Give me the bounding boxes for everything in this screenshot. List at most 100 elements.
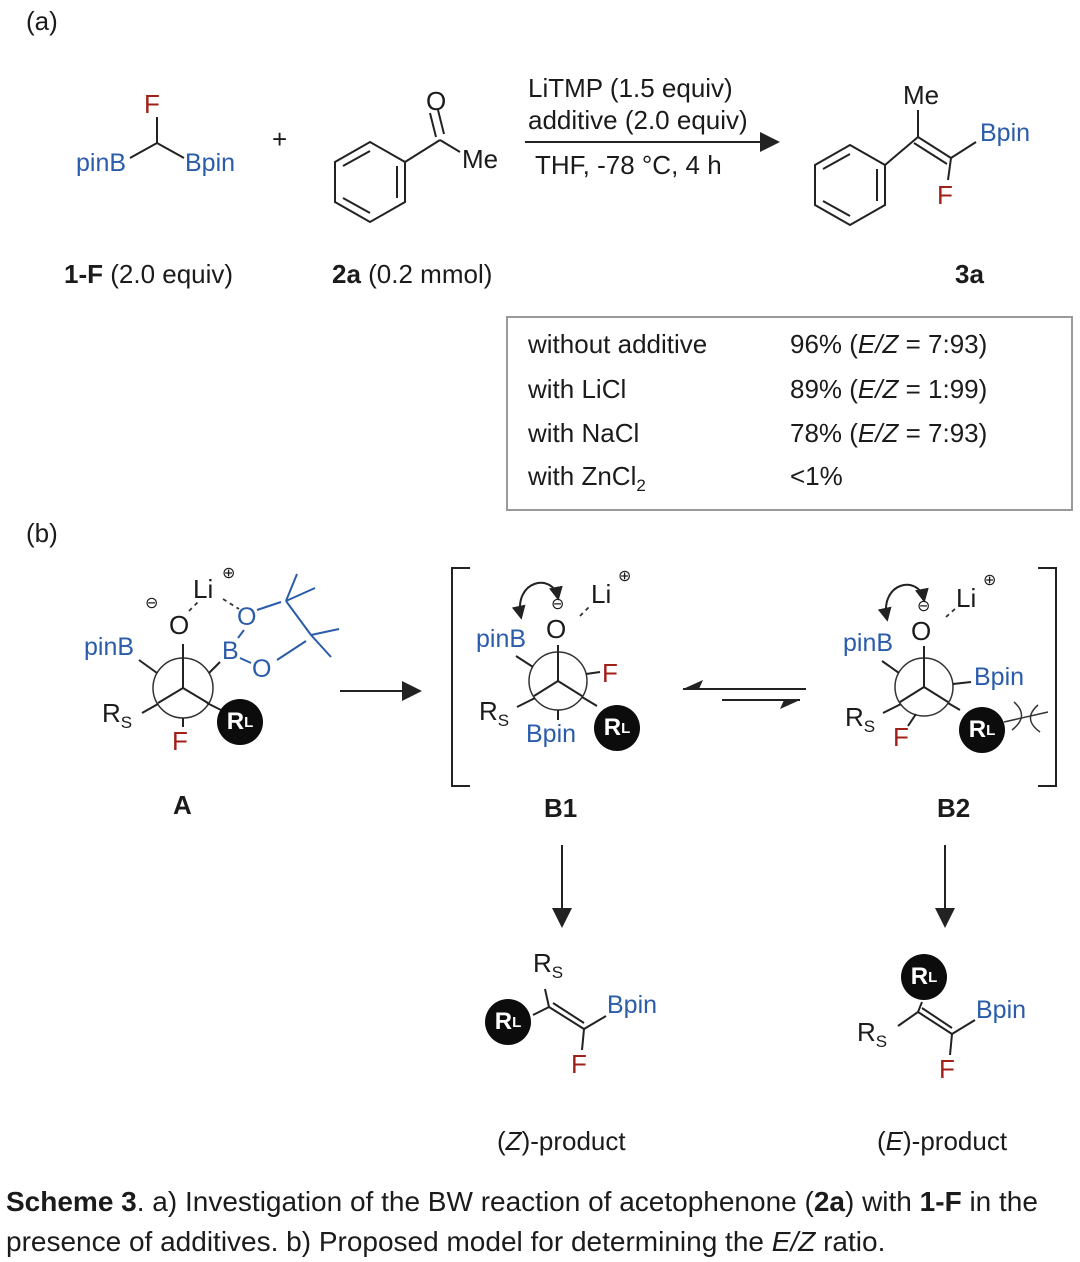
e-rl-base: R bbox=[910, 963, 929, 990]
z-rs-label: RS bbox=[533, 948, 564, 982]
row3-res-pre: <1% bbox=[790, 461, 843, 491]
1f-pinb-label: pinB bbox=[76, 149, 127, 177]
e-rs-base: R bbox=[857, 1017, 876, 1047]
table-row-additive: without additive bbox=[528, 329, 708, 363]
a-ring-oxygen1-label: O bbox=[237, 603, 257, 631]
1f-bpin-label: Bpin bbox=[185, 149, 236, 177]
b1-caption: B1 bbox=[544, 793, 578, 823]
structure-2a-bonds bbox=[334, 109, 461, 224]
e-cap-pre: ( bbox=[877, 1126, 886, 1156]
b2-rs-sub: S bbox=[863, 717, 876, 736]
row0-res-ez: E/Z bbox=[857, 329, 899, 359]
structure-b2-bonds bbox=[877, 583, 1049, 733]
row0-res-post: = 7:93) bbox=[898, 329, 988, 359]
pinacol-ring bbox=[237, 573, 340, 664]
b1-plus-charge-icon: ⊕ bbox=[618, 568, 632, 585]
caption-2a: 2a bbox=[813, 1186, 845, 1217]
1f-fluorine-label: F bbox=[144, 89, 160, 119]
caption-scheme-number: Scheme 3 bbox=[6, 1186, 137, 1217]
e-rs-sub: S bbox=[875, 1032, 888, 1051]
results-table bbox=[506, 316, 1073, 511]
steric-clash-icon bbox=[1003, 701, 1049, 733]
row1-res-post: = 1:99) bbox=[898, 374, 988, 404]
b1-rl-sub: L bbox=[621, 719, 631, 737]
1f-name: 1-F bbox=[64, 259, 103, 289]
b1-oxygen-label: O bbox=[546, 614, 567, 644]
3a-bpin-label: Bpin bbox=[980, 119, 1031, 147]
panel-a-label: (a) bbox=[26, 6, 58, 36]
a-plus-charge-icon: ⊕ bbox=[222, 565, 236, 582]
b2-rs-label: RS bbox=[845, 703, 876, 736]
b1-rs-label: RS bbox=[479, 696, 509, 730]
3a-caption: 3a bbox=[955, 259, 984, 289]
z-rs-base: R bbox=[533, 948, 552, 978]
3a-fluorine-label: F bbox=[937, 180, 953, 210]
2a-name: 2a bbox=[332, 259, 361, 289]
e-fluorine-label: F bbox=[939, 1054, 955, 1084]
row2-res-post: = 7:93) bbox=[898, 418, 988, 448]
row2-res-ez: E/Z bbox=[857, 418, 899, 448]
table-row-result: 89% (E/Z = 1:99) bbox=[790, 374, 988, 404]
bracket-left bbox=[451, 567, 470, 787]
a-oxygen-label: O bbox=[169, 610, 190, 640]
a-rs-base: R bbox=[102, 698, 121, 728]
2a-oxygen-label: O bbox=[426, 86, 447, 116]
b2-minus-charge-icon: ⊖ bbox=[917, 598, 931, 615]
row2-res-pre: 78% ( bbox=[790, 418, 858, 448]
e-rl-sub: L bbox=[928, 968, 938, 986]
b2-pinb-label: pinB bbox=[843, 629, 894, 657]
a-rs-label: RS bbox=[102, 698, 133, 732]
z-rl-sub: L bbox=[512, 1013, 522, 1031]
b2-rl-sub: L bbox=[986, 721, 996, 739]
a-pinb-label: pinB bbox=[84, 633, 135, 661]
table-row-result: 96% (E/Z = 7:93) bbox=[790, 329, 988, 359]
2a-caption: 2a (0.2 mmol) bbox=[332, 259, 493, 289]
structure-e-bonds bbox=[897, 1001, 976, 1056]
z-cap-italic: Z bbox=[505, 1126, 522, 1156]
row3-additive: with ZnCl bbox=[528, 461, 637, 491]
a-caption: A bbox=[173, 790, 192, 820]
b1-minus-charge-icon: ⊖ bbox=[551, 596, 565, 613]
a-rl-base: R bbox=[226, 708, 245, 735]
figure-caption: Scheme 3. a) Investigation of the BW rea… bbox=[6, 1182, 1071, 1262]
2a-amount: (0.2 mmol) bbox=[360, 259, 493, 289]
1f-caption: 1-F (2.0 equiv) bbox=[64, 259, 233, 289]
row1-res-pre: 89% ( bbox=[790, 374, 858, 404]
a-rs-sub: S bbox=[120, 713, 133, 732]
a-ring-oxygen2-label: O bbox=[252, 655, 272, 683]
b1-rl-base: R bbox=[603, 714, 622, 741]
caption-text: in the presence of additives. b) Propose… bbox=[6, 1186, 1038, 1257]
e-rs-label: RS bbox=[857, 1017, 888, 1051]
b2-lithium-label: Li bbox=[956, 583, 977, 613]
b2-caption: B2 bbox=[937, 793, 971, 823]
a-fluorine-label: F bbox=[172, 726, 188, 756]
structure-b1-bonds bbox=[511, 581, 601, 720]
structure-3a-bonds bbox=[814, 110, 977, 227]
rotation-arrow-b1 bbox=[511, 581, 563, 620]
b1-rs-base: R bbox=[479, 696, 498, 726]
z-fluorine-label: F bbox=[571, 1049, 587, 1079]
table-row-result: 78% (E/Z = 7:93) bbox=[790, 418, 988, 448]
caption-1f: 1-F bbox=[919, 1186, 962, 1217]
plus-sign: + bbox=[272, 124, 288, 154]
structure-z-bonds bbox=[532, 988, 607, 1051]
row0-res-pre: 96% ( bbox=[790, 329, 858, 359]
row0-additive: without additive bbox=[528, 329, 708, 359]
condition-additive: additive (2.0 equiv) bbox=[528, 105, 748, 135]
table-row-additive: with ZnCl2 bbox=[528, 461, 646, 495]
caption-text: ) with bbox=[844, 1186, 920, 1217]
structure-1f-bonds bbox=[129, 117, 185, 159]
z-rs-sub: S bbox=[551, 963, 564, 982]
a-rl-sub: L bbox=[244, 713, 254, 731]
b2-rl-base: R bbox=[968, 716, 987, 743]
b2-fluorine-label: F bbox=[893, 722, 909, 752]
table-row-result: <1% bbox=[790, 461, 843, 491]
condition-litmp: LiTMP (1.5 equiv) bbox=[528, 73, 733, 103]
e-cap-post: )-product bbox=[903, 1126, 1008, 1156]
3a-methyl-label: Me bbox=[903, 80, 940, 110]
